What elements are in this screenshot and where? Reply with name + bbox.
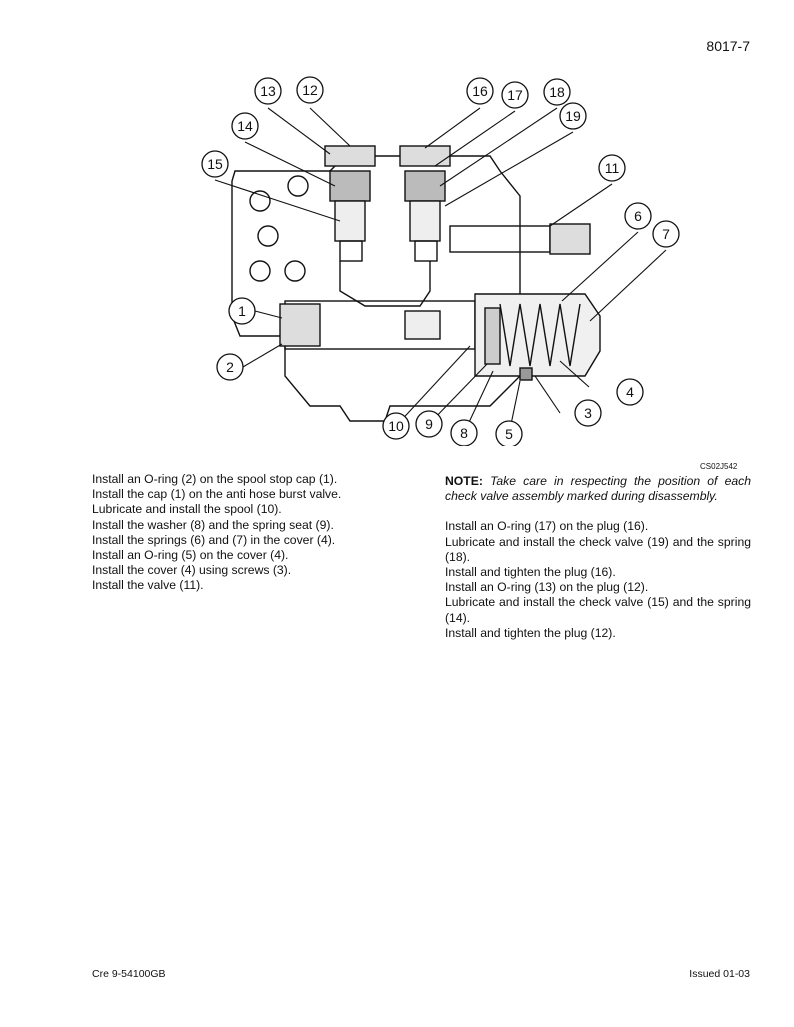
svg-text:1: 1 (238, 303, 246, 319)
svg-text:12: 12 (302, 82, 318, 98)
callout-1: 1 (228, 297, 256, 325)
instruction-line: Lubricate and install the spool (10). (92, 502, 282, 517)
spool-stop-cap-1 (279, 303, 321, 347)
callout-12: 12 (296, 76, 324, 104)
instruction-line: Lubricate and install the check valve (1… (445, 534, 751, 564)
instruction-line: Install the cover (4) using screws (3). (92, 563, 292, 578)
plug-12 (324, 145, 376, 167)
note: NOTE: Take care in respecting the positi… (445, 474, 751, 504)
instruction-line: Install an O-ring (2) on the spool stop … (92, 472, 338, 486)
instruction-line: Install the valve (11). (92, 578, 204, 593)
svg-text:6: 6 (634, 208, 642, 224)
callout-16: 16 (466, 77, 494, 105)
instruction-line: Install the cap (1) on the anti hose bur… (92, 487, 342, 502)
instruction-line: Lubricate and install the check valve (1… (445, 595, 751, 625)
spring-18 (404, 170, 446, 202)
valve-body-outline (231, 155, 521, 422)
callout-14: 14 (231, 112, 259, 140)
valve-11 (449, 225, 551, 253)
document-code: Cre 9-54100GB (92, 968, 166, 980)
svg-text:3: 3 (584, 405, 592, 421)
svg-text:17: 17 (507, 87, 523, 103)
instruction-line: Install the washer (8) and the spring se… (92, 517, 334, 532)
svg-text:7: 7 (662, 226, 670, 242)
callout-19: 19 (559, 102, 587, 130)
instruction-line: Install an O-ring (17) on the plug (16). (445, 519, 649, 534)
callout-11: 11 (598, 154, 626, 182)
svg-text:9: 9 (425, 416, 433, 432)
svg-text:11: 11 (605, 160, 620, 176)
svg-text:19: 19 (565, 108, 581, 124)
svg-text:8: 8 (460, 425, 468, 441)
note-label: NOTE: (445, 474, 483, 488)
springs-6-7 (499, 303, 581, 367)
svg-text:18: 18 (549, 84, 565, 100)
valve-diagram: 13 12 14 15 16 17 18 19 11 6 7 1 2 4 3 1… (201, 76, 680, 446)
figure-code: CS02J542 (700, 462, 738, 471)
callout-6: 6 (624, 202, 652, 230)
svg-text:2: 2 (226, 359, 234, 375)
instruction-line: Install and tighten the plug (16). (445, 565, 616, 580)
svg-text:16: 16 (472, 83, 488, 99)
spring-seat-9 (484, 307, 501, 365)
svg-text:15: 15 (207, 156, 223, 172)
callout-17: 17 (501, 81, 529, 109)
callout-5: 5 (495, 420, 523, 446)
svg-text:10: 10 (388, 418, 404, 434)
instruction-line: Install and tighten the plug (12). (445, 625, 616, 640)
right-instructions: NOTE: Take care in respecting the positi… (445, 474, 751, 641)
note-text: Take care in respecting the position of … (445, 474, 751, 504)
callout-2: 2 (216, 353, 244, 381)
svg-text:14: 14 (237, 118, 253, 134)
bolt-hole (249, 190, 271, 212)
callout-3: 3 (574, 399, 602, 427)
left-instructions: Install an O-ring (2) on the spool stop … (92, 472, 392, 594)
check-valve-19 (409, 200, 441, 242)
spring-14 (329, 170, 371, 202)
bolt-hole (249, 260, 271, 282)
callout-15: 15 (201, 150, 229, 178)
issue-date: Issued 01-03 (689, 968, 750, 980)
instruction-line: Install an O-ring (5) on the cover (4). (92, 548, 289, 563)
plug-16 (399, 145, 451, 167)
page-number: 8017-7 (706, 38, 750, 54)
svg-text:4: 4 (626, 384, 634, 400)
svg-text:13: 13 (260, 83, 276, 99)
bolt-hole (287, 175, 309, 197)
bolt-hole (284, 260, 306, 282)
callout-4: 4 (616, 378, 644, 406)
callout-7: 7 (652, 220, 680, 248)
callout-13: 13 (254, 77, 282, 105)
bolt-hole (257, 225, 279, 247)
instruction-line: Install an O-ring (13) on the plug (12). (445, 580, 649, 595)
callout-8: 8 (450, 419, 478, 446)
svg-text:5: 5 (505, 426, 513, 442)
instruction-line: Install the springs (6) and (7) in the c… (92, 532, 336, 547)
callout-10: 10 (382, 412, 410, 440)
callout-18: 18 (543, 78, 571, 106)
callout-9: 9 (415, 410, 443, 438)
